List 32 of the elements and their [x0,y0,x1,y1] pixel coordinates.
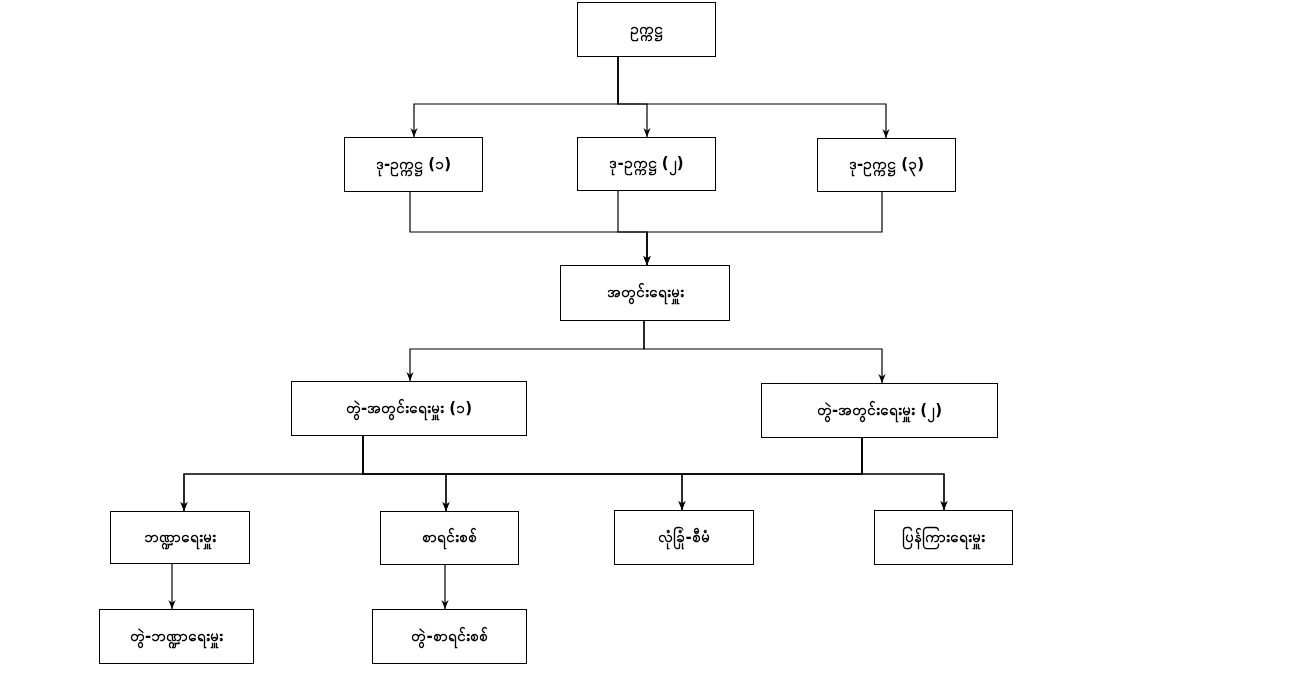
org-box [817,138,956,192]
connector-arrow [643,320,886,384]
org-box [874,510,1013,565]
org-box [344,137,483,192]
org-box [291,381,527,436]
org-box [577,137,716,191]
connector-arrow [643,191,883,266]
org-box [372,609,527,664]
role-label: ဥက္ကဋ္ဌ [630,19,663,40]
role-label: တွဲ-စာရင်းစစ် [411,626,488,647]
role-label: ဘဏ္ဍာရေးမှူး [144,527,216,548]
org-box [614,510,754,565]
role-label: တွဲ-ဘဏ္ဍာရေးမှူး [129,626,224,647]
role-label: ပြန်ကြားရေးမှူး [902,527,985,548]
org-box [99,609,254,664]
role-label: စာရင်းစစ် [422,528,477,548]
role-label: ဒု-ဥက္ကဋ္ဌ (၁) [375,154,452,175]
role-label: အတွင်းရေးမှူး [606,283,684,303]
org-box [380,511,519,565]
connector-arrow [168,563,176,610]
connector-arrow [861,437,948,511]
org-box [761,383,998,438]
role-label: တွဲ-အတွင်းရေးမှူး (၂) [816,400,943,421]
org-box [110,511,250,564]
connector-arrow [441,564,449,610]
role-label: ဒု-ဥက္ကဋ္ဌ (၂) [609,154,684,174]
org-box [560,265,730,321]
org-box [577,2,716,57]
role-label: လုံခြုံ-စီမံ [658,527,710,548]
role-label: တွဲ-အတွင်းရေးမှူး (၁) [345,398,473,419]
role-label: ဒု-ဥက္ကဋ္ဌ (၃) [848,155,925,175]
connector-arrow [617,56,890,139]
